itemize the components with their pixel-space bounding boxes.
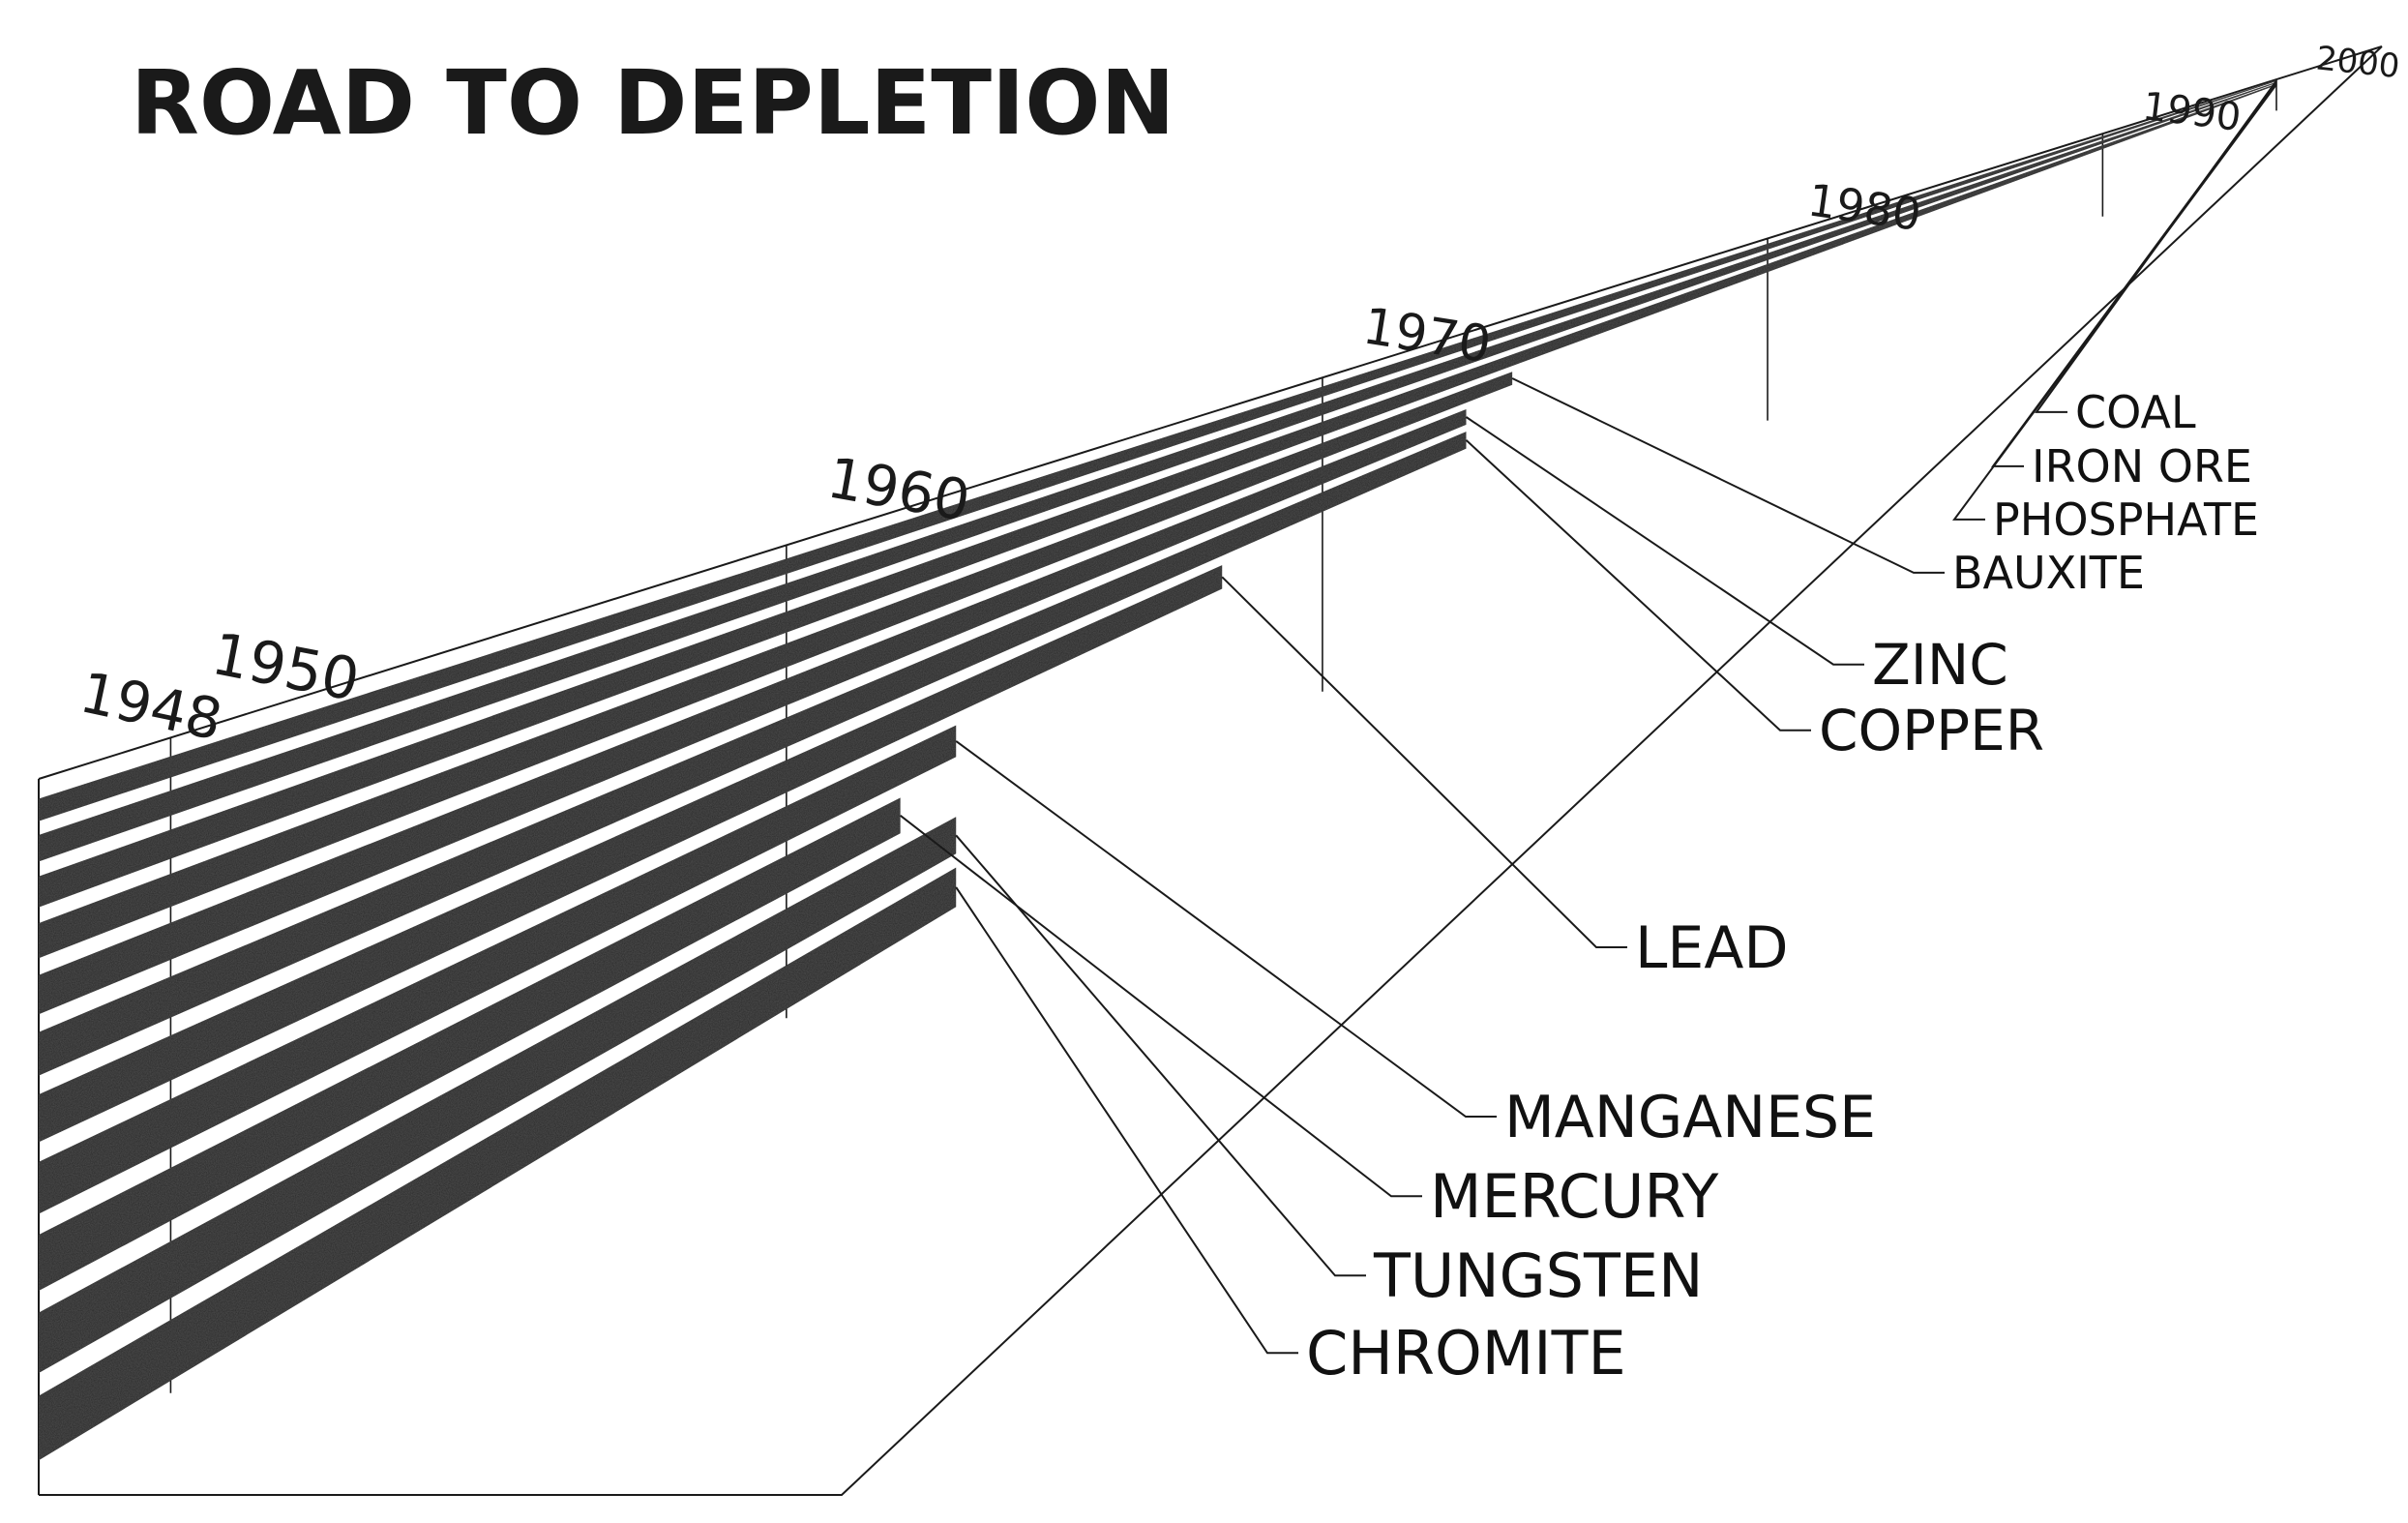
series-label-lead: LEAD [1635, 914, 1789, 982]
label-leader-lines [899, 79, 2277, 1355]
year-label-1990: 1990 [2140, 84, 2244, 140]
bar-mercury [39, 797, 901, 1291]
series-label-zinc: ZINC [1872, 632, 2008, 698]
leader-mercury [899, 815, 1422, 1198]
bar-iron-ore [39, 81, 2276, 862]
leader-chromite [955, 886, 1298, 1355]
year-label-1960: 1960 [822, 444, 974, 534]
road-top-edge [38, 45, 2383, 780]
leader-copper [1465, 439, 1811, 732]
series-label-tungsten: TUNGSTEN [1373, 1240, 1703, 1311]
bar-phosphate [39, 83, 2276, 908]
series-label-iron-ore: IRON ORE [2032, 440, 2252, 493]
series-label-copper: COPPER [1819, 698, 2044, 763]
chart-title: ROAD TO DEPLETION [131, 51, 1174, 155]
leader-phosphate [1952, 83, 2277, 521]
bar-zinc [39, 409, 1467, 1015]
series-label-coal: COAL [2075, 386, 2196, 438]
year-label-1950: 1950 [207, 620, 365, 715]
year-label-1948: 1948 [74, 659, 228, 753]
bar-bauxite [39, 372, 1513, 959]
leader-zinc [1465, 416, 1864, 666]
series-label-bauxite: BAUXITE [1952, 547, 2145, 599]
road-bottom-edge [39, 45, 2383, 1496]
bar-tungsten [39, 817, 957, 1373]
leader-bauxite [1511, 377, 1945, 574]
bar-coal [39, 80, 2276, 821]
leader-lead [1221, 576, 1627, 948]
bar-copper [39, 432, 1467, 1076]
series-label-manganese: MANGANESE [1504, 1084, 1876, 1151]
bar-manganese [39, 725, 957, 1214]
bar-chromite [39, 867, 957, 1461]
year-label-1970: 1970 [1359, 297, 1495, 374]
leader-tungsten [955, 834, 1366, 1277]
depletion-bars [39, 80, 2276, 1461]
leader-manganese [955, 740, 1497, 1118]
year-label-2000: 2000 [2314, 39, 2401, 86]
series-label-phosphate: PHOSPHATE [1993, 493, 2259, 546]
bar-lead [39, 565, 1223, 1143]
series-label-chromite: CHROMITE [1306, 1318, 1626, 1389]
series-label-mercury: MERCURY [1430, 1161, 1718, 1232]
